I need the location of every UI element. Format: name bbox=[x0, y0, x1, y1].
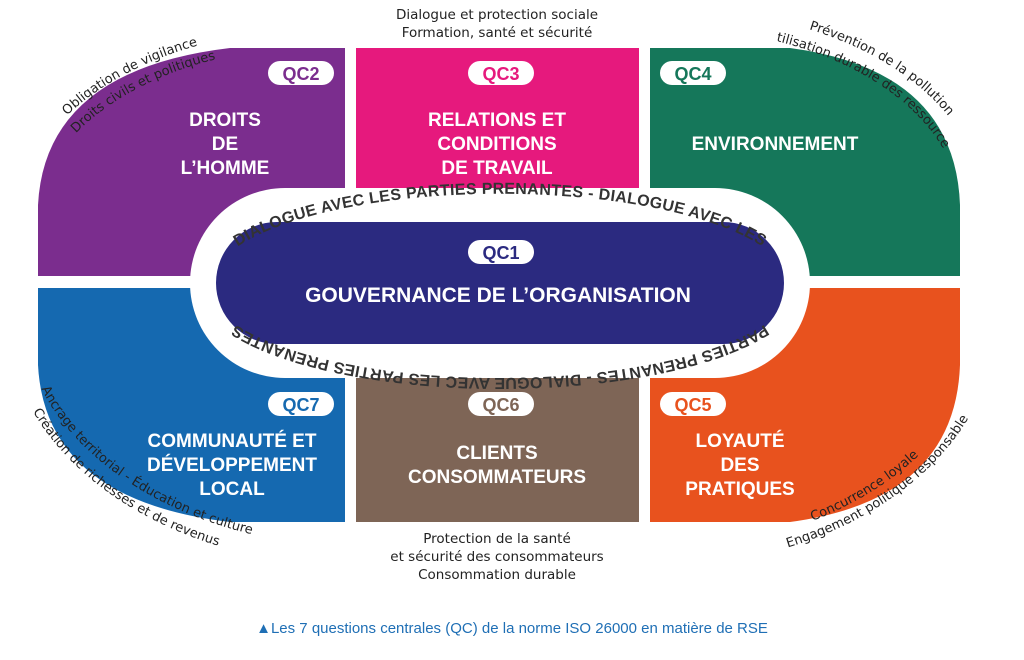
qc4-badge-label: QC4 bbox=[674, 64, 711, 84]
qc6-badge bbox=[468, 392, 534, 416]
qc5-title-line1: LOYAUTÉ bbox=[695, 430, 784, 452]
note-qc6-line1: Protection de la santé bbox=[423, 531, 571, 547]
qc1-title: GOUVERNANCE DE L’ORGANISATION bbox=[305, 284, 691, 307]
qc7-title-line2: DÉVELOPPEMENT bbox=[147, 454, 317, 476]
note-qc6-line3: Consommation durable bbox=[418, 567, 576, 583]
qc2-badge-label: QC2 bbox=[282, 64, 319, 84]
note-qc3-line2: Formation, santé et sécurité bbox=[402, 25, 593, 41]
note-qc3-line1: Dialogue et protection sociale bbox=[396, 7, 598, 23]
qc7-badge bbox=[268, 392, 334, 416]
qc2-title-line3: L’HOMME bbox=[181, 158, 270, 179]
qc5-badge bbox=[660, 392, 726, 416]
qc7-title-line1: COMMUNAUTÉ ET bbox=[148, 430, 317, 452]
qc3-title-line3: DE TRAVAIL bbox=[441, 158, 553, 179]
qc3-badge-label: QC3 bbox=[482, 64, 519, 84]
qc4-badge bbox=[660, 61, 726, 85]
note-qc6-line2: et sécurité des consommateurs bbox=[390, 549, 603, 565]
qc3-badge bbox=[468, 61, 534, 85]
qc1-badge bbox=[468, 240, 534, 264]
qc2-title-line1: DROITS bbox=[189, 110, 261, 131]
qc7-badge-label: QC7 bbox=[282, 395, 319, 415]
qc6-badge-label: QC6 bbox=[482, 395, 519, 415]
qc3-title-line1: RELATIONS ET bbox=[428, 110, 566, 131]
qc1-block bbox=[216, 222, 784, 344]
qc7-title-line3: LOCAL bbox=[199, 479, 265, 500]
qc2-title-line2: DE bbox=[212, 134, 238, 155]
qc5-title-line2: DES bbox=[720, 455, 759, 476]
qc4-title: ENVIRONNEMENT bbox=[692, 134, 859, 155]
qc1-gouvernance-pill: QC1 GOUVERNANCE DE L’ORGANISATION bbox=[216, 222, 784, 344]
qc6-title-line2: CONSOMMATEURS bbox=[408, 467, 586, 488]
qc1-badge-label: QC1 bbox=[482, 243, 519, 263]
figure-caption: ▲Les 7 questions centrales (QC) de la no… bbox=[256, 620, 768, 637]
qc2-badge bbox=[268, 61, 334, 85]
qc3-title-line2: CONDITIONS bbox=[437, 134, 556, 155]
qc5-title-line3: PRATIQUES bbox=[685, 479, 794, 500]
qc6-title-line1: CLIENTS bbox=[456, 443, 537, 464]
qc5-badge-label: QC5 bbox=[674, 395, 711, 415]
